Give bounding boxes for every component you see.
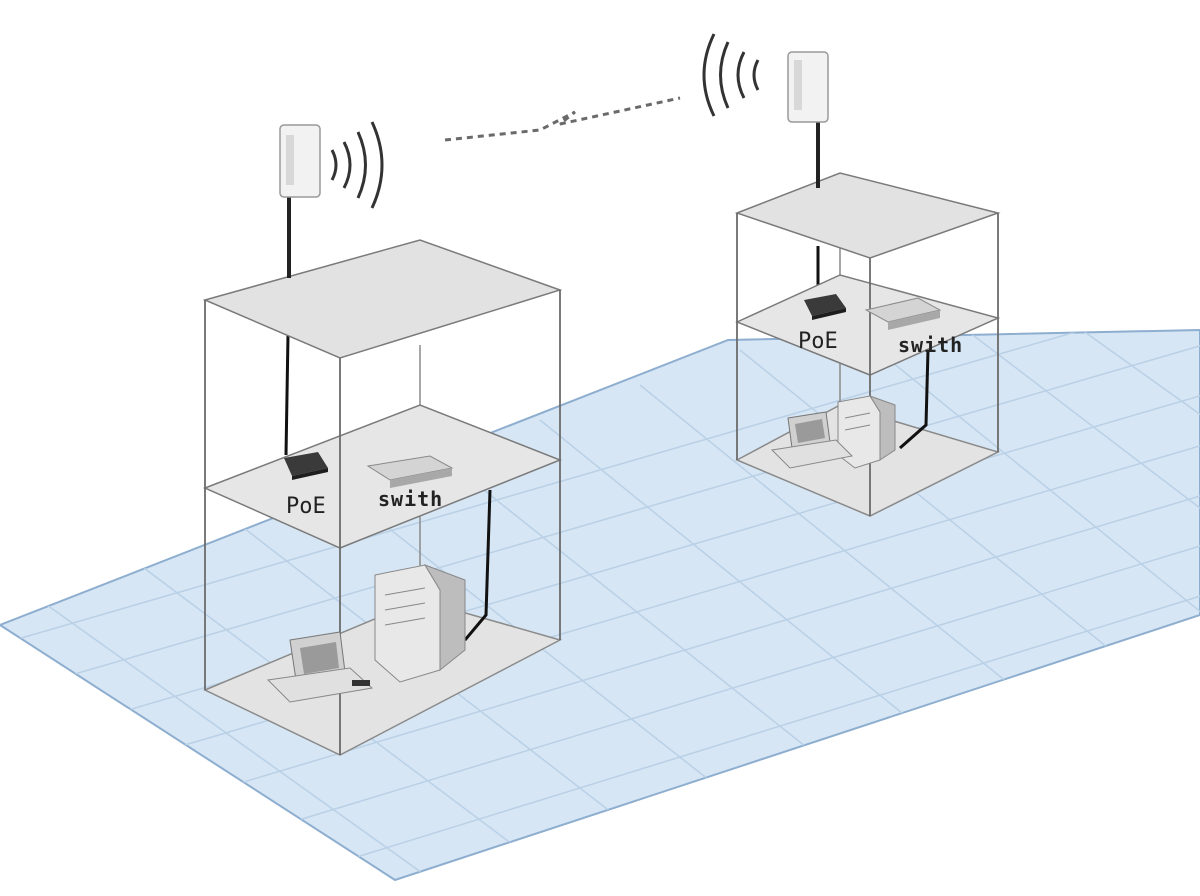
left-computer-icon	[266, 631, 374, 703]
right-antenna-icon	[787, 51, 829, 123]
right-computer-icon	[770, 411, 854, 469]
wireless-link	[444, 96, 681, 142]
left-roof	[202, 239, 563, 359]
left-switch-icon	[366, 455, 454, 488]
left-switch-label: swith	[378, 487, 443, 511]
right-server-icon	[837, 395, 896, 469]
right-switch-icon	[864, 297, 942, 330]
building-left: PoE swith	[202, 121, 563, 756]
right-switch-label: swith	[898, 333, 963, 357]
right-poe-injector-icon	[804, 294, 846, 320]
left-poe-injector-icon	[284, 452, 328, 480]
left-signal-waves-icon	[330, 121, 384, 209]
right-roof	[734, 172, 1001, 259]
right-signal-waves-icon	[702, 33, 760, 117]
left-server-icon	[374, 564, 466, 683]
left-antenna-icon	[279, 124, 321, 198]
right-poe-label: PoE	[798, 329, 838, 354]
building-right: PoE swith	[702, 33, 1001, 517]
ground-plane	[0, 328, 1200, 882]
left-poe-label: PoE	[286, 494, 326, 519]
